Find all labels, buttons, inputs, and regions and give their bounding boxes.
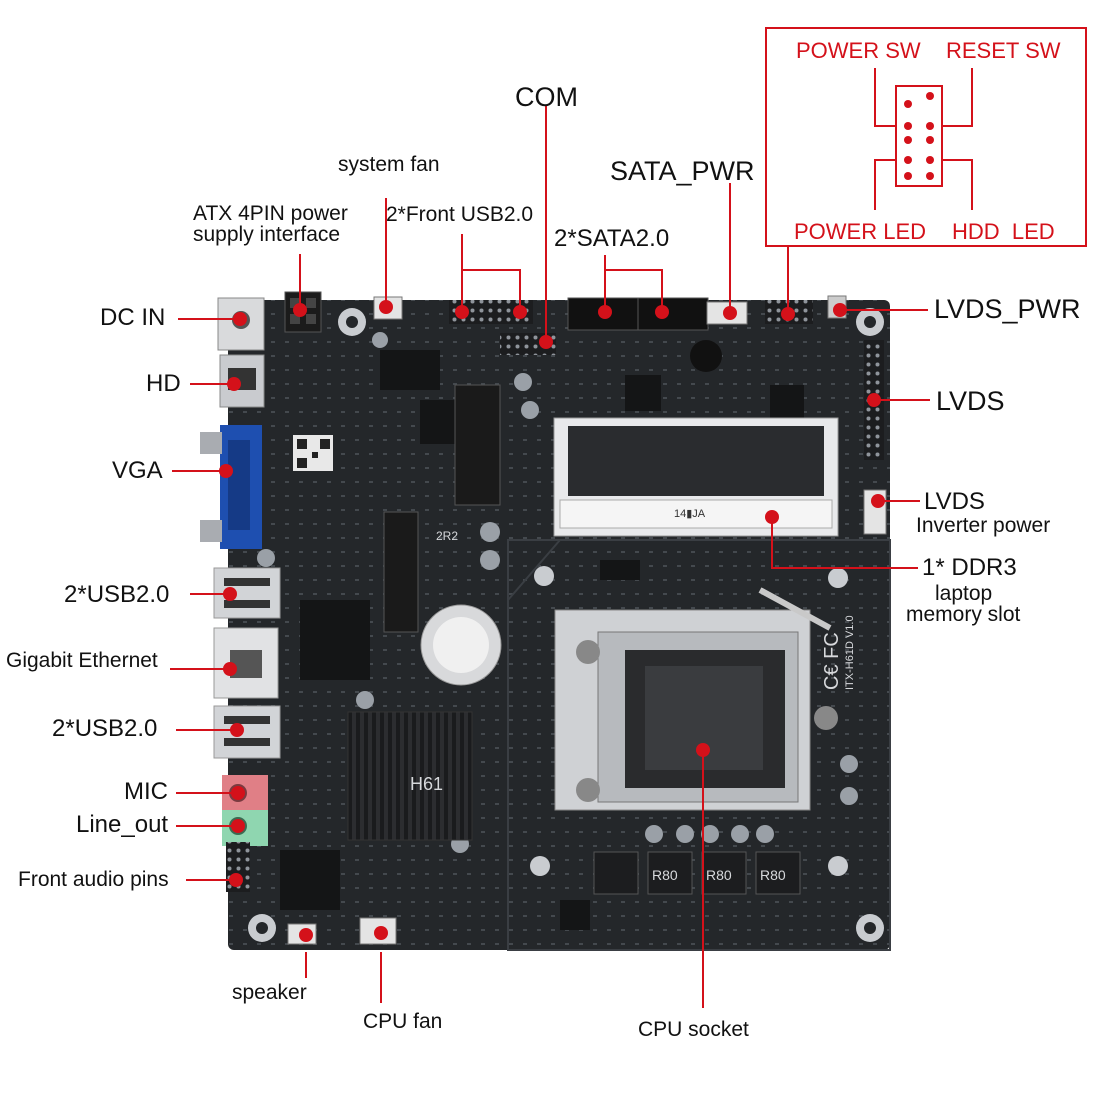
label-lvds-pwr: LVDS_PWR <box>934 294 1081 324</box>
choke-text-1: R80 <box>652 867 678 883</box>
cert-text: C€ FC <box>821 632 843 690</box>
vrm-chokes <box>593 851 801 895</box>
choke-text-2: R80 <box>706 867 732 883</box>
label-power-sw: POWER SW <box>796 38 921 63</box>
label-lvds-inverter-line2: Inverter power <box>916 514 1051 537</box>
model-text: ITX-H61D V1.0 <box>844 615 856 690</box>
label-atx-line2: supply interface <box>193 223 341 246</box>
label-usb-top: 2*USB2.0 <box>64 581 170 608</box>
label-hdd-led: HDD LED <box>952 219 1055 244</box>
heatsink-chip-text: H61 <box>410 774 443 794</box>
leader-dots <box>219 92 934 942</box>
label-lvds: LVDS <box>936 386 1005 416</box>
label-cpu-fan: CPU fan <box>363 1010 443 1033</box>
label-system-fan: system fan <box>338 153 440 176</box>
label-front-audio: Front audio pins <box>18 868 169 891</box>
label-reset-sw: RESET SW <box>946 38 1061 63</box>
label-atx-line1: ATX 4PIN power <box>193 202 348 225</box>
choke-text-3: R80 <box>760 867 786 883</box>
label-ddr3-line2: laptop <box>935 582 993 605</box>
label-mic: MIC <box>124 778 168 805</box>
label-dc-in: DC IN <box>100 304 166 331</box>
heatsink <box>347 711 473 841</box>
label-speaker: speaker <box>232 981 307 1004</box>
leader-lines <box>170 27 1087 1008</box>
label-power-led: POWER LED <box>794 219 927 244</box>
label-hd: HD <box>146 370 181 397</box>
usb-port-bottom <box>213 705 281 759</box>
label-cpu-socket: CPU socket <box>638 1018 749 1041</box>
label-lvds-inverter-line1: LVDS <box>924 488 985 515</box>
board-silkscreen: H61 14▮JA ITX-H61D V1.0 C€ FC R80 R80 R8… <box>410 508 856 883</box>
label-gigabit-ethernet: Gigabit Ethernet <box>6 649 158 672</box>
label-sata-pwr: SATA_PWR <box>610 156 755 186</box>
label-usb-bottom: 2*USB2.0 <box>52 715 158 742</box>
label-vga: VGA <box>112 457 163 484</box>
inductor-text: 2R2 <box>436 529 458 543</box>
label-line-out: Line_out <box>76 811 169 838</box>
memory-slot <box>553 417 839 537</box>
label-com: COM <box>515 82 578 112</box>
label-front-usb: 2*Front USB2.0 <box>386 203 534 226</box>
label-ddr3-line1: 1* DDR3 <box>922 554 1017 581</box>
label-ddr3-line3: memory slot <box>906 603 1021 626</box>
label-sata: 2*SATA2.0 <box>554 225 670 252</box>
mem-label-text: 14▮JA <box>674 508 706 520</box>
cpu-socket <box>554 587 838 811</box>
